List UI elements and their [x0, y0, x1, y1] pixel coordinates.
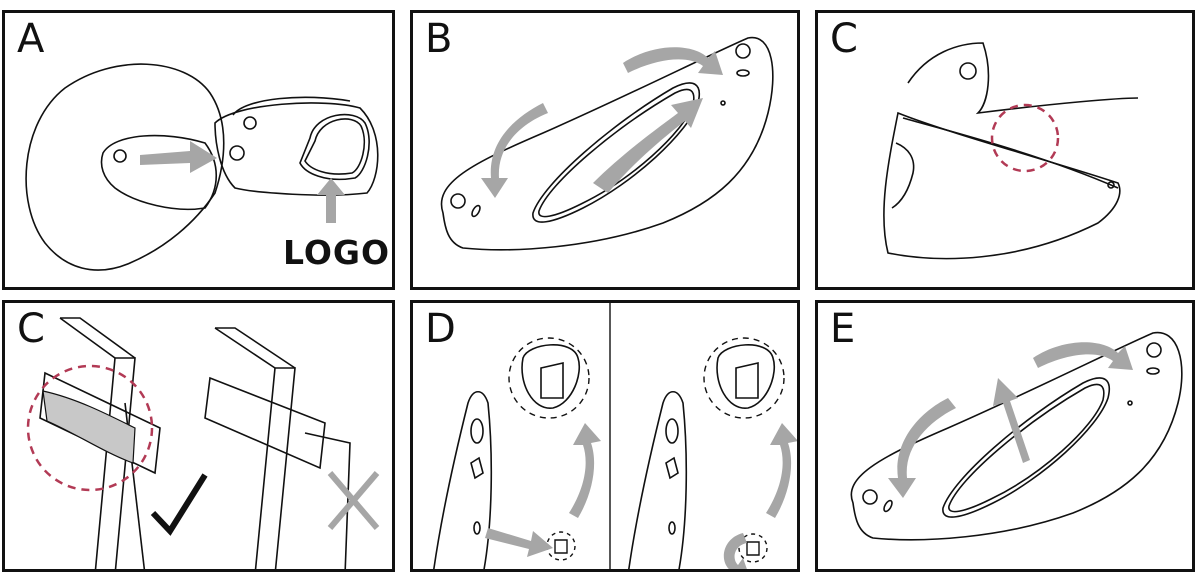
visor-outline: [441, 38, 772, 250]
check-icon: [153, 475, 205, 531]
panel-d: D: [410, 300, 800, 572]
visor-window: [943, 378, 1109, 517]
arrow-right: [140, 141, 217, 173]
arrow-curve-up: [593, 98, 703, 193]
panel-b: B: [410, 10, 800, 290]
arrow-curve-right: [623, 47, 723, 75]
visor-shield: [215, 103, 378, 195]
arrow-curve-down: [481, 103, 548, 198]
panel-e: E: [815, 300, 1195, 572]
arrow-curve-down: [888, 398, 956, 498]
seal-fit-illustration: [5, 303, 395, 572]
seal-strip: [43, 391, 135, 463]
visor-install-illustration: [818, 303, 1195, 572]
panel-c-bottom: C: [2, 300, 395, 572]
arrow-right: [485, 528, 553, 557]
helmet-visor-open: [102, 136, 217, 210]
logo-label: LOGO: [283, 233, 390, 272]
pivot-mechanism-illustration: [413, 303, 800, 572]
rotate-arrow: [724, 533, 749, 572]
visor-detail-illustration: [818, 13, 1195, 290]
arrow-curve-up: [766, 423, 798, 518]
visor-shield-side: [884, 113, 1120, 259]
panel-c-top: C: [815, 10, 1195, 290]
arrow-up: [317, 178, 345, 223]
visor-removal-illustration: [413, 13, 800, 290]
visor-window: [533, 83, 699, 222]
arrow-curve-up: [569, 423, 601, 518]
panel-a: A LOGO: [2, 10, 395, 290]
cross-icon: [330, 473, 377, 528]
